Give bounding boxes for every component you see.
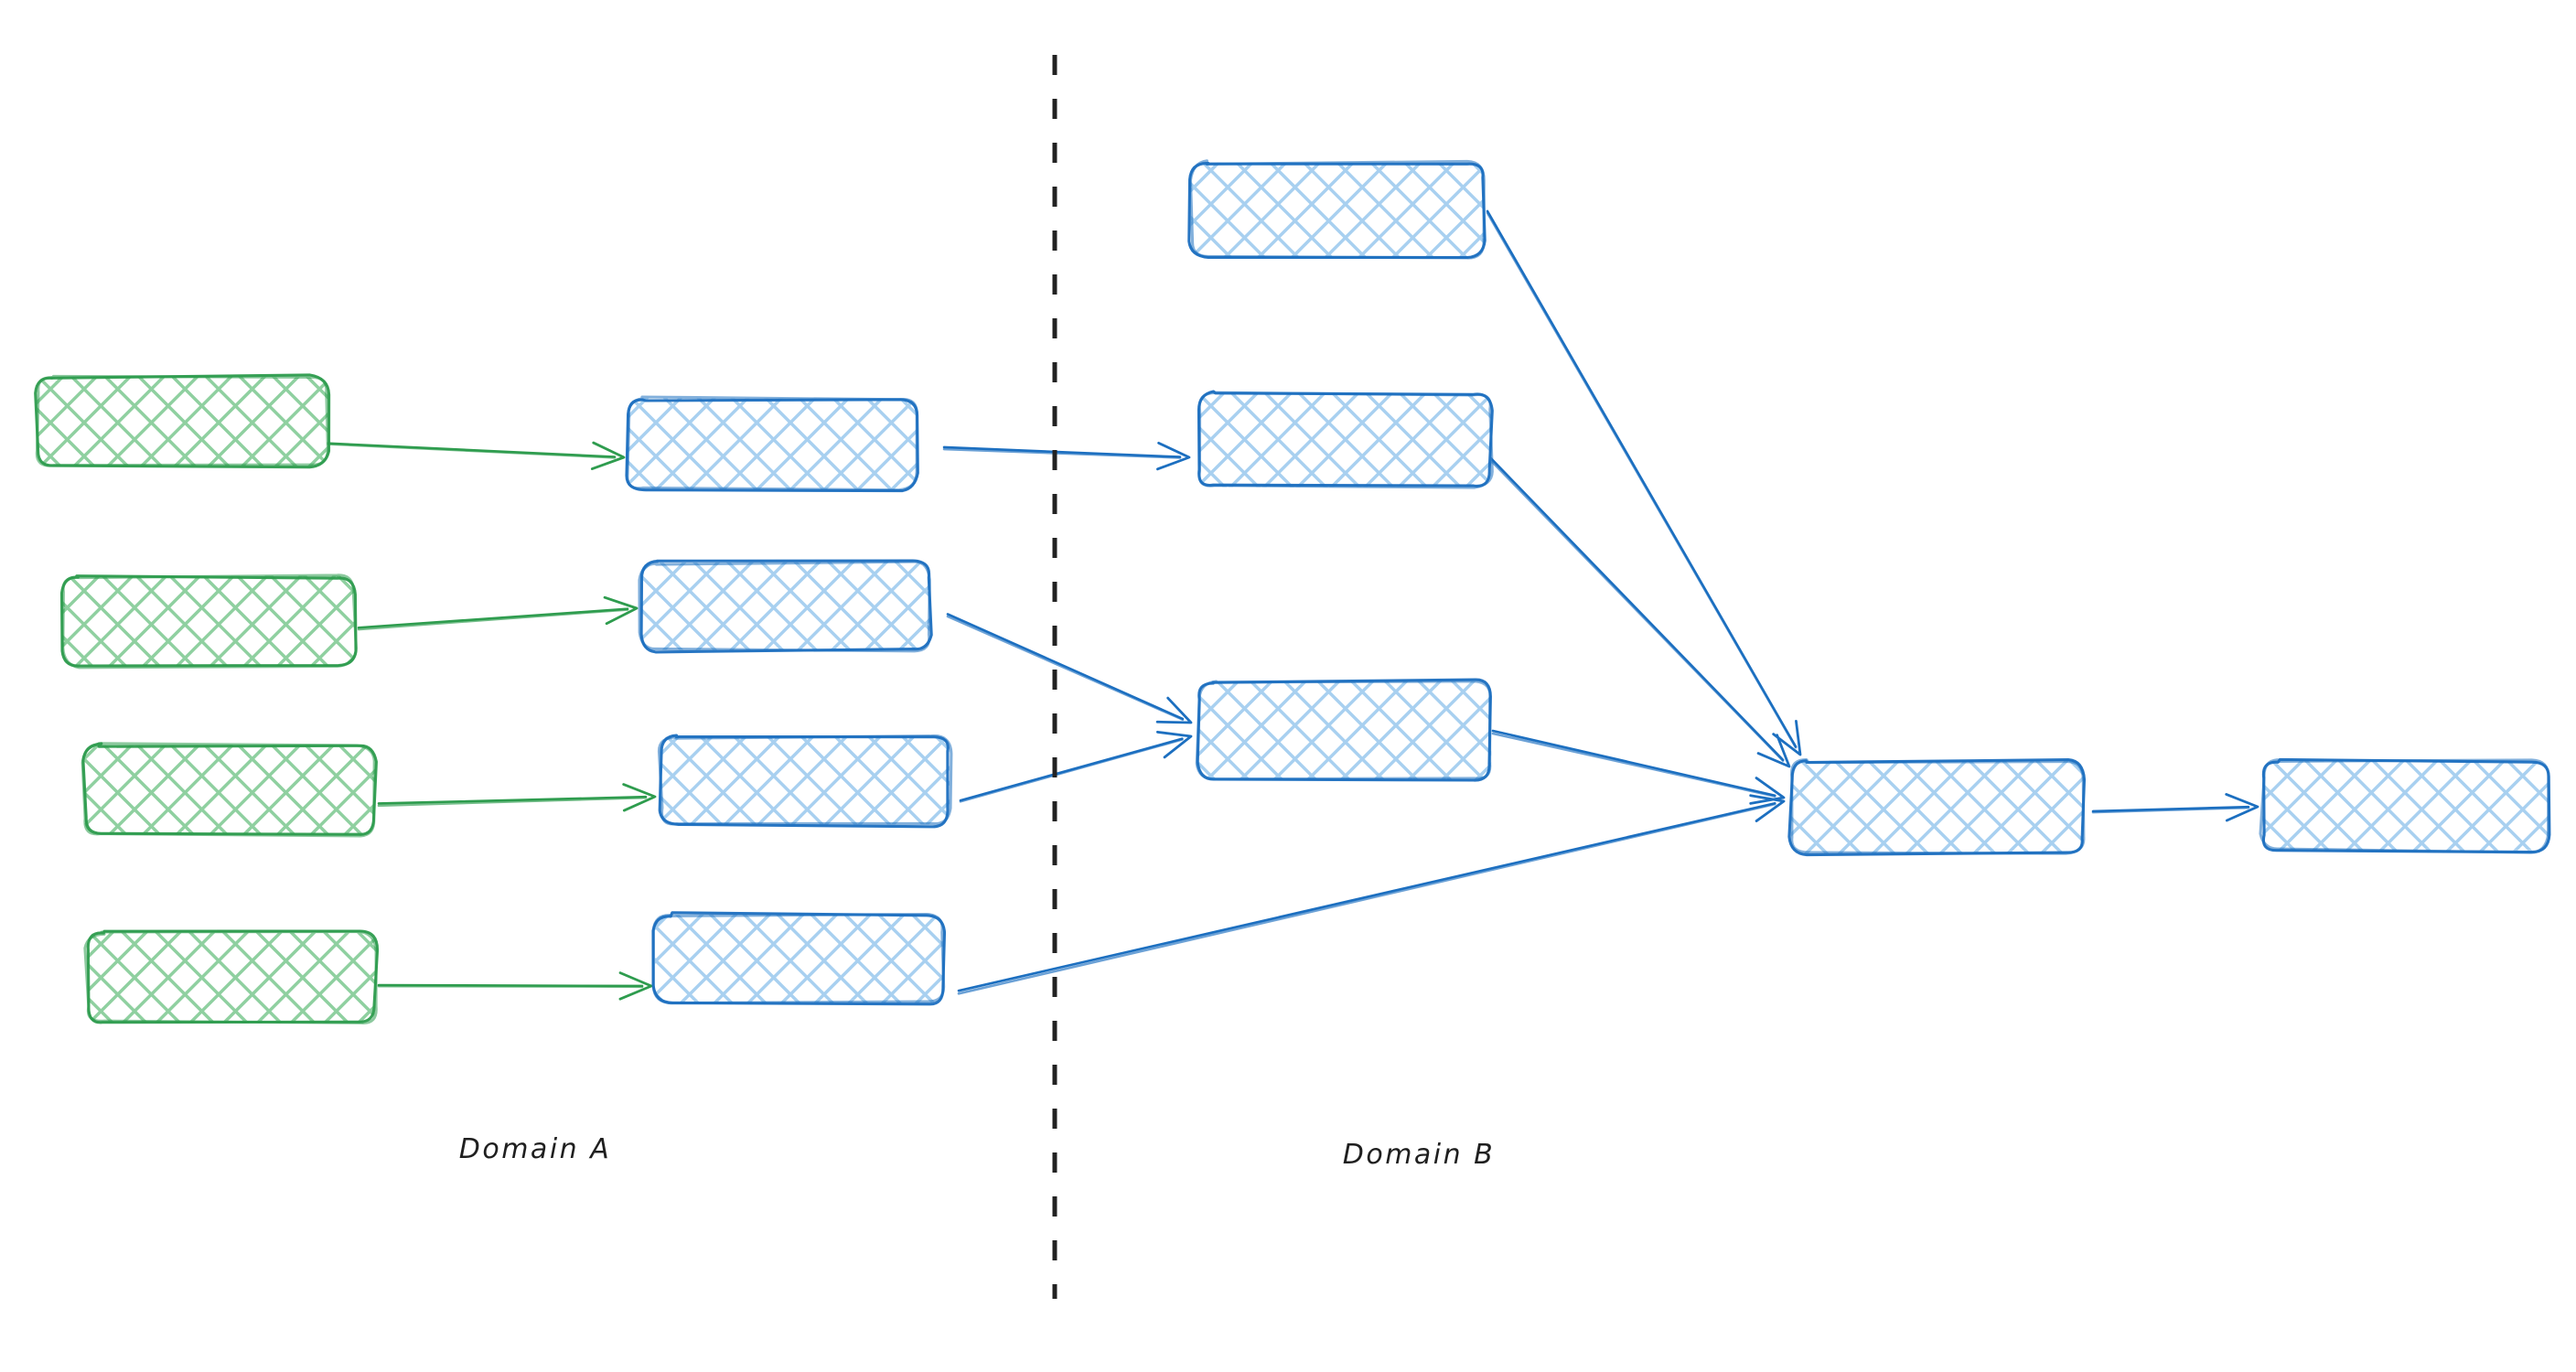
edge-a4-b4-shaft: [377, 984, 644, 989]
edge-c3-d1-arrowhead: [1749, 777, 1786, 805]
edge-a2-b2: [357, 595, 639, 631]
node-b4[interactable]: [651, 911, 947, 1006]
node-fill-c1: [1191, 162, 1485, 259]
edge-c1-d1-arrowhead: [1772, 720, 1802, 756]
node-d1[interactable]: [1787, 757, 2087, 857]
edge-b4-d1-arrowhead: [1749, 794, 1786, 822]
node-a1[interactable]: [34, 373, 331, 469]
node-fill-b2: [639, 562, 930, 650]
node-border-a3: [80, 742, 376, 838]
node-border-b3: [657, 734, 953, 826]
node-fill-b3: [660, 735, 950, 825]
node-fill-c3: [1197, 681, 1492, 780]
edge-a4-b4-arrowhead: [618, 971, 653, 1001]
node-a2[interactable]: [59, 573, 358, 670]
edge-layer: [326, 209, 2259, 1001]
edge-c1-d1: [1486, 209, 1802, 756]
node-fill-b4: [654, 914, 944, 1003]
edge-a1-b1: [326, 441, 626, 470]
node-border-a4: [83, 929, 378, 1024]
node-border-a1: [35, 374, 329, 467]
edge-c3-d1-shaft: [1491, 732, 1776, 798]
edge-c2-d1-shaft: [1487, 457, 1785, 762]
edge-b2-c3-shaft: [946, 615, 1185, 722]
edge-d1-e1-arrowhead: [2225, 793, 2259, 822]
edge-a2-b2-arrowhead: [603, 595, 639, 626]
node-fill-a2: [61, 575, 356, 666]
label-layer: Domain A Domain B: [459, 1133, 1496, 1171]
node-c1[interactable]: [1187, 159, 1487, 260]
node-border-a2: [61, 573, 358, 670]
edge-b3-c3-shaft: [959, 738, 1184, 803]
label-domain-a: Domain A: [459, 1133, 611, 1165]
node-c2[interactable]: [1197, 390, 1494, 489]
label-domain-b: Domain B: [1343, 1139, 1496, 1171]
node-border-c2: [1197, 391, 1494, 489]
edge-a1-b1-arrowhead: [590, 441, 626, 470]
node-border-b4: [651, 912, 946, 1005]
edge-a3-b3-arrowhead: [622, 783, 657, 812]
node-fill-c2: [1197, 392, 1492, 488]
edge-d1-e1-shaft: [2091, 806, 2250, 814]
node-border-e1: [2259, 758, 2550, 854]
edge-b1-c2-arrowhead: [1156, 441, 1191, 471]
node-border-d1: [1789, 757, 2086, 855]
edge-a4-b4: [377, 971, 653, 1001]
edge-b3-c3-arrowhead: [1156, 730, 1193, 759]
node-border-b2: [638, 560, 931, 653]
edge-b1-c2: [942, 441, 1191, 471]
node-layer: [34, 159, 2551, 1024]
edge-d1-e1: [2091, 793, 2259, 822]
edge-a3-b3: [377, 783, 657, 812]
node-fill-a3: [83, 745, 375, 836]
node-fill-a1: [37, 376, 328, 466]
edge-b4-d1: [957, 794, 1786, 995]
edge-c3-d1: [1491, 729, 1786, 805]
node-a4[interactable]: [83, 929, 380, 1024]
node-border-b1: [626, 395, 918, 492]
edge-b2-c3-arrowhead: [1155, 696, 1193, 724]
node-fill-a4: [87, 932, 377, 1024]
node-a3[interactable]: [80, 742, 378, 838]
edge-b4-d1-shaft: [957, 802, 1776, 995]
edge-c2-d1: [1487, 455, 1791, 768]
node-fill-e1: [2262, 760, 2549, 852]
edge-a1-b1-shaft: [326, 443, 617, 459]
edge-a3-b3-shaft: [377, 796, 648, 808]
node-fill-d1: [1790, 760, 2084, 854]
node-b1[interactable]: [625, 395, 919, 493]
edge-c1-d1-shaft: [1486, 211, 1798, 749]
node-e1[interactable]: [2259, 757, 2551, 854]
edge-a2-b2-shaft: [357, 608, 629, 631]
node-b3[interactable]: [657, 734, 953, 829]
edge-b2-c3: [946, 613, 1193, 724]
edge-b3-c3: [959, 730, 1193, 803]
edge-b1-c2-shaft: [942, 447, 1182, 459]
node-c3[interactable]: [1195, 678, 1492, 782]
node-border-b3: [658, 734, 950, 829]
node-b2[interactable]: [638, 559, 933, 654]
node-border-c1: [1188, 159, 1486, 260]
edge-c2-d1-arrowhead: [1756, 734, 1791, 768]
node-fill-b1: [627, 398, 918, 490]
node-border-c3: [1195, 680, 1492, 781]
